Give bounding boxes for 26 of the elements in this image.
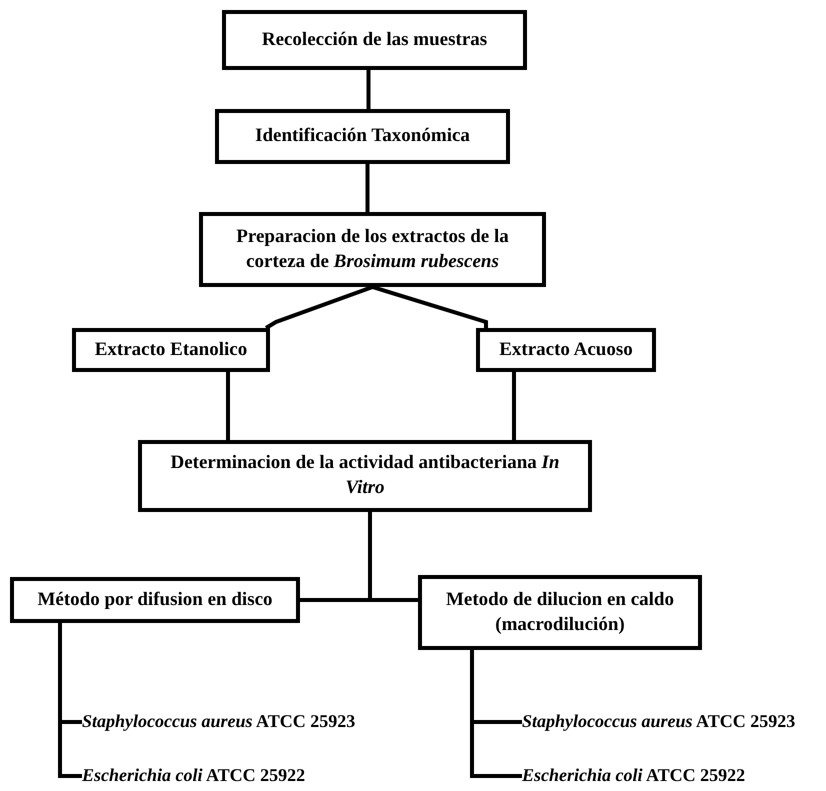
strain-label: Staphylococcus aureus ATCC 25923: [82, 710, 356, 734]
process-box: [215, 109, 510, 164]
box-label: Extracto Etanolico: [94, 338, 248, 362]
box-label: Recolección de las muestras: [262, 28, 488, 52]
process-box: [418, 575, 702, 650]
process-box: [476, 328, 656, 372]
process-box: [72, 328, 270, 372]
strain-label: Escherichia coli ATCC 25922: [522, 764, 746, 788]
process-box: [199, 212, 546, 287]
process-box: [138, 440, 592, 512]
box-label: Preparacion de los extractos de la corteza de Brosimum rubescens: [235, 224, 510, 274]
box-label: Identificación Taxonómica: [255, 124, 470, 148]
process-box: [10, 577, 300, 623]
connector-line: [264, 285, 374, 330]
strain-label: Escherichia coli ATCC 25922: [82, 764, 306, 788]
strain-label: Staphylococcus aureus ATCC 25923: [522, 710, 796, 734]
connector-line: [512, 372, 516, 440]
box-label: Método por difusion en disco: [37, 588, 273, 612]
box-label: Metodo de dilucion en caldo (macrodilución): [444, 588, 675, 636]
connector-line: [366, 164, 370, 212]
connector-line: [372, 285, 488, 328]
box-label: Extracto Acuoso: [499, 338, 633, 362]
connector-line: [226, 372, 230, 440]
process-box: [222, 10, 527, 70]
connector-line: [366, 70, 370, 109]
box-label: Determinacion de la actividad antibacteriana In Vitro: [170, 451, 560, 500]
